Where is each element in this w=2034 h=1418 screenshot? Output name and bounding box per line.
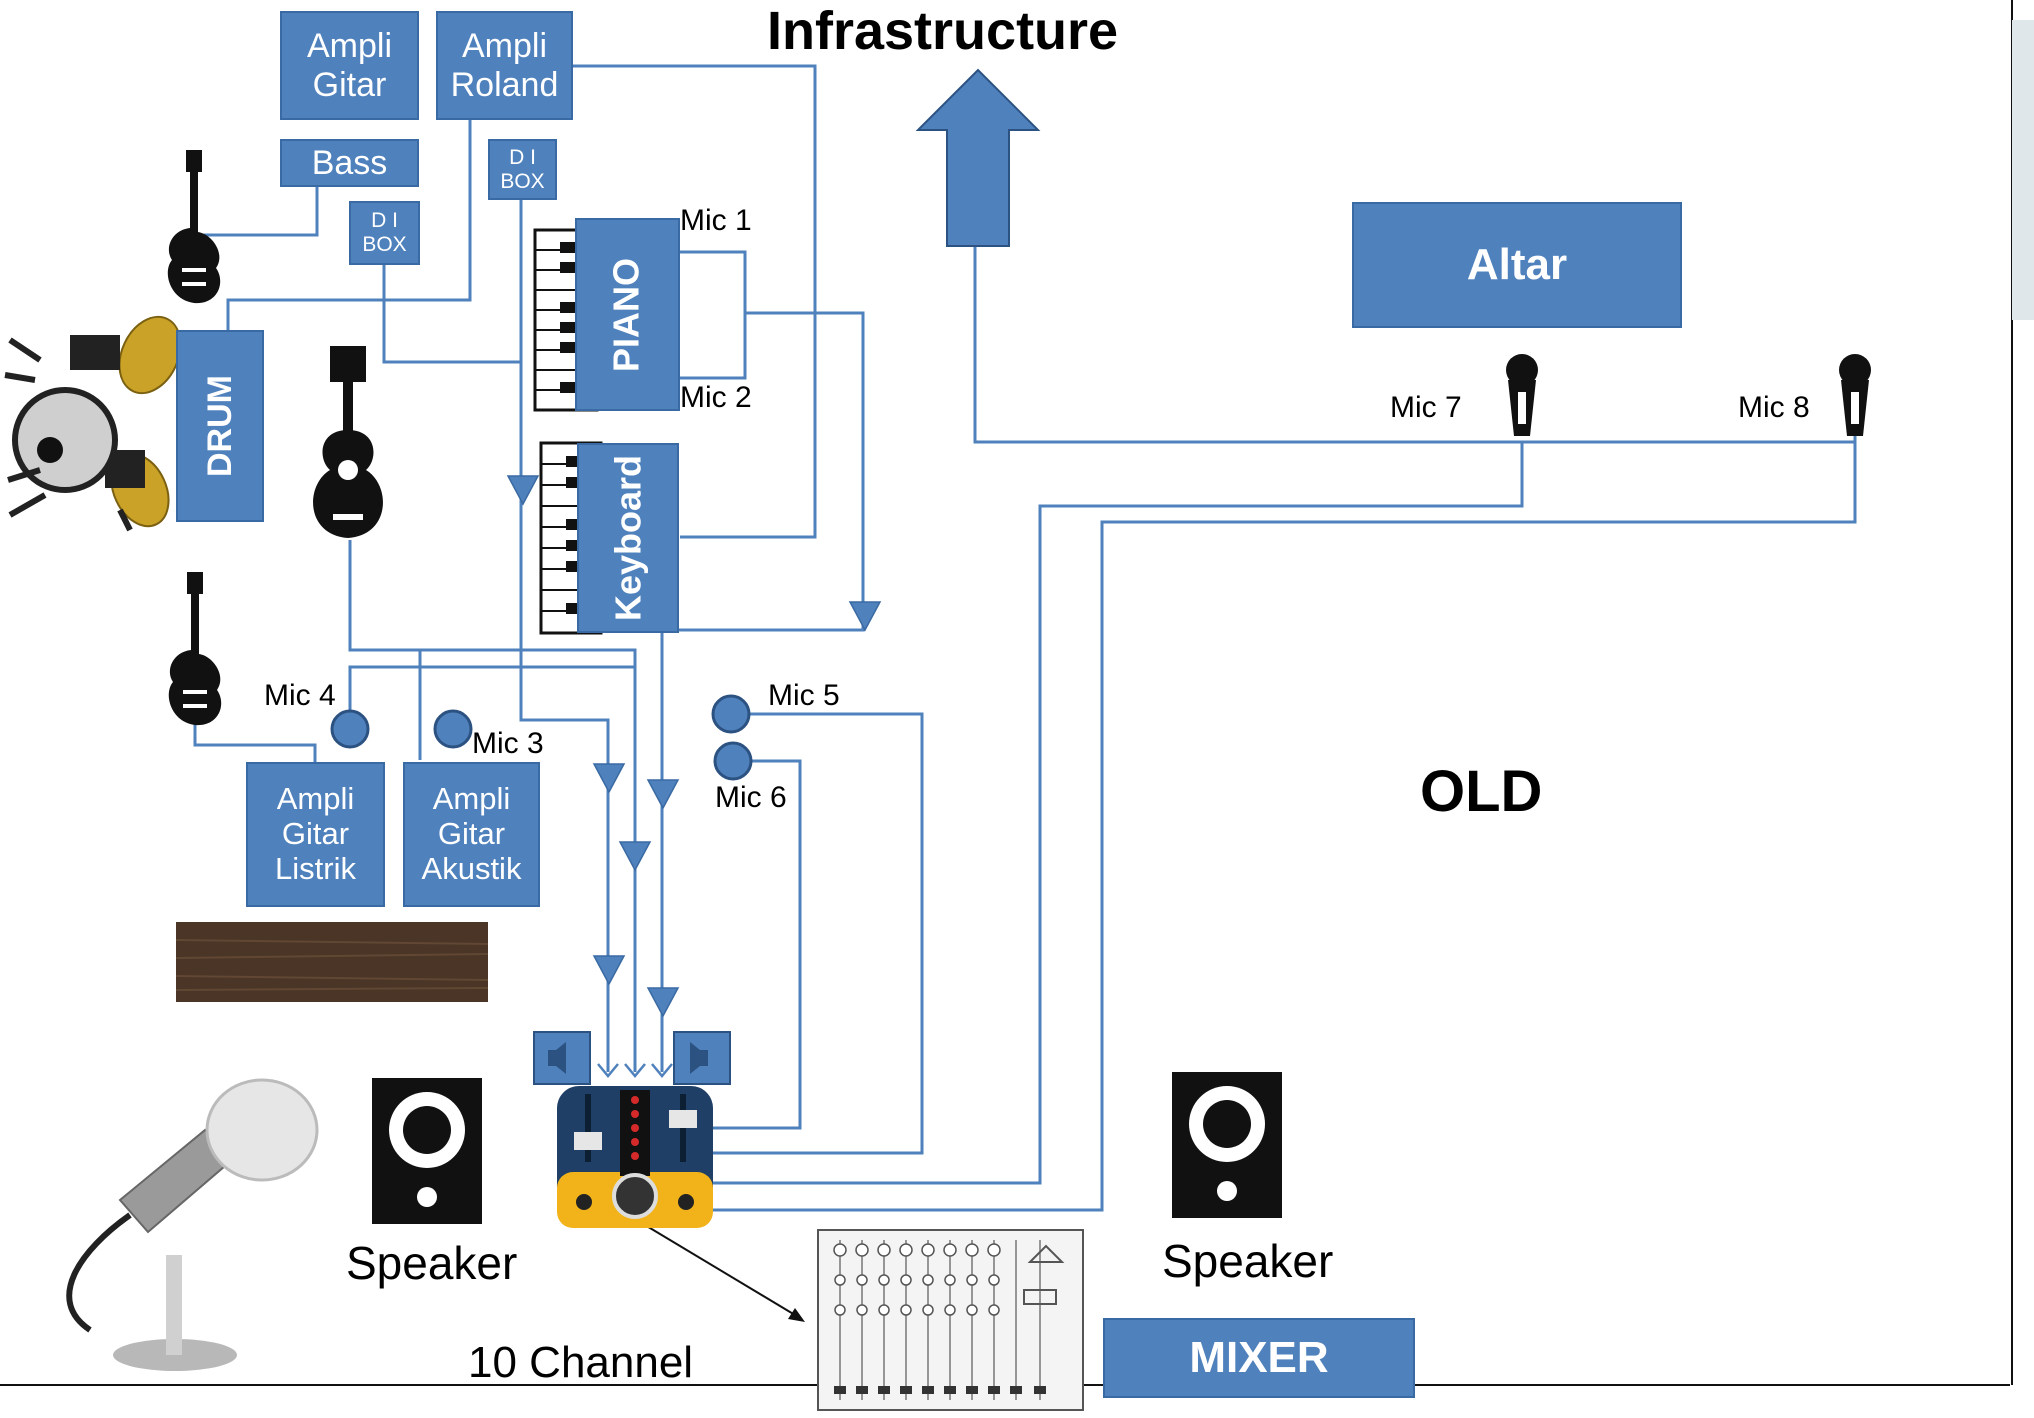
wire-mic6	[712, 759, 802, 1130]
speaker-right-label: Speaker	[1162, 1235, 1334, 1287]
wire-piano-mixer	[660, 311, 865, 1072]
box-label: Ampli	[276, 781, 355, 817]
mic-3-label: Mic 3	[472, 727, 544, 760]
arrowhead	[597, 1063, 619, 1078]
arrowhead	[506, 475, 540, 506]
box-label: Ampli	[461, 27, 548, 66]
bass-box: Bass	[280, 139, 419, 187]
wire-dibox-roland-down	[519, 200, 610, 1072]
box-label: BOX	[500, 169, 545, 193]
arrowhead	[646, 987, 680, 1018]
microphone-icon	[1506, 354, 1538, 436]
wire-listrik-guitar	[193, 722, 317, 762]
mic-5-label: Mic 5	[768, 679, 840, 712]
electric-guitar-icon	[168, 572, 222, 726]
wire-drum-ampli-gitar	[226, 120, 472, 330]
box-label: Gitar	[312, 65, 387, 104]
microphone-icon	[713, 741, 753, 781]
mic-1-label: Mic 1	[680, 204, 752, 237]
electric-guitar-icon	[167, 150, 221, 304]
piano-label: PIANO	[605, 258, 647, 373]
mic-2-label: Mic 2	[680, 381, 752, 414]
altar-box: Altar	[1352, 202, 1682, 328]
wire-mic7	[712, 442, 1524, 1185]
piano-box	[575, 218, 680, 411]
drum-kit-icon	[4, 315, 182, 532]
arrowhead	[592, 763, 626, 794]
wire-mic8	[712, 442, 1857, 1212]
wire-mic4	[348, 665, 634, 725]
arrowhead	[624, 1063, 646, 1078]
box-label: D I	[509, 145, 536, 169]
arrowhead	[788, 1308, 805, 1322]
box-label: Ampli	[306, 27, 393, 66]
arrowhead	[646, 779, 680, 810]
keyboard-label: Keyboard	[607, 454, 649, 622]
box-label: Gitar	[281, 816, 350, 852]
drum-box	[176, 330, 264, 522]
wire-piano-mic	[680, 250, 747, 380]
arrowhead	[848, 601, 882, 632]
studio-microphone-icon	[66, 1078, 319, 1371]
microphone-icon	[1839, 354, 1871, 436]
flow-arrow-line	[639, 1221, 801, 1319]
wire-bass-guitar	[192, 187, 319, 237]
page-title: Infrastructure	[767, 1, 1119, 61]
wire-dibox-piano	[382, 262, 520, 364]
box-label: D I	[371, 209, 398, 233]
speaker-left-label: Speaker	[346, 1237, 518, 1289]
mic-6-label: Mic 6	[715, 781, 787, 814]
arrowhead	[651, 1063, 673, 1078]
keyboard-box	[577, 443, 679, 633]
channel-label: 10 Channel	[468, 1338, 694, 1387]
box-label: Ampli	[432, 781, 511, 817]
mixer-label-box: MIXER	[1103, 1318, 1415, 1398]
speaker-icon	[1172, 1072, 1282, 1218]
infrastructure-arrow	[915, 68, 1041, 247]
speaker-icon	[372, 1078, 482, 1224]
drum-label: DRUM	[201, 375, 239, 477]
acoustic-guitar-icon	[313, 346, 383, 538]
box-label: BOX	[362, 233, 407, 256]
mixer-console-icon	[817, 1229, 1084, 1411]
mic-8-label: Mic 8	[1738, 391, 1810, 424]
arrowhead	[592, 955, 626, 986]
microphone-icon	[330, 709, 370, 749]
mic-4-label: Mic 4	[264, 679, 336, 712]
box-label: Listrik	[275, 850, 356, 886]
edge-fragment	[2012, 20, 2034, 320]
box-label: Akustik	[421, 850, 522, 886]
wire-roland-keyboard	[573, 64, 817, 539]
subtitle: OLD	[1420, 759, 1543, 824]
wire-mic5	[712, 712, 924, 1155]
arrowhead	[618, 841, 652, 872]
microphone-icon	[711, 694, 751, 734]
audio-mixer-app-icon	[533, 1031, 731, 1228]
mic-7-label: Mic 7	[1390, 391, 1462, 424]
microphone-icon	[433, 709, 473, 749]
box-label: Gitar	[437, 816, 506, 852]
box-label: Roland	[450, 65, 559, 104]
